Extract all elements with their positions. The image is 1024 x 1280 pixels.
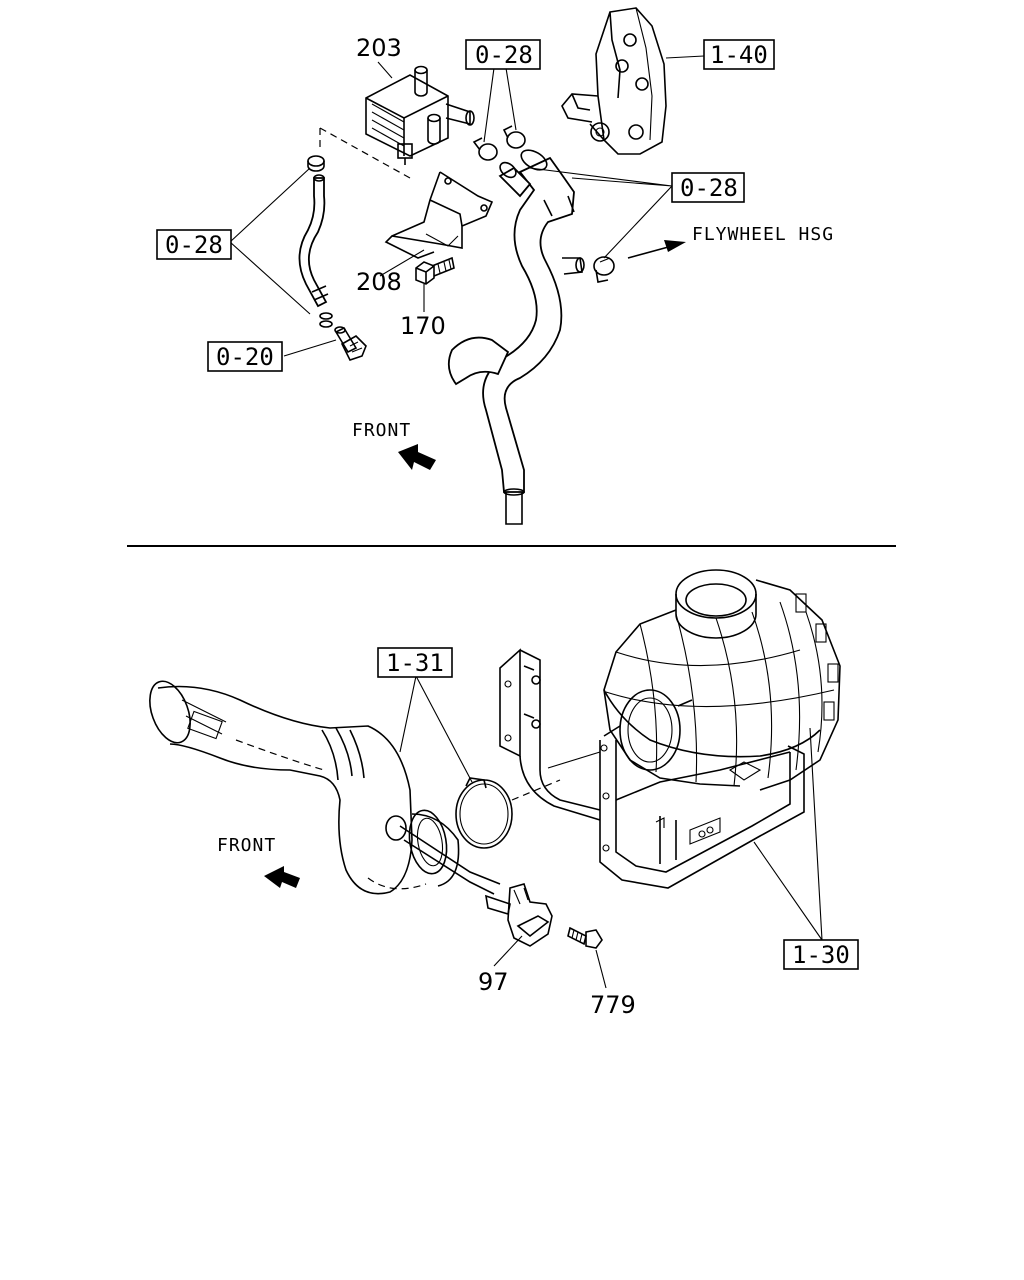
ref-box-air-cleaner[interactable]: 1-30 bbox=[783, 939, 859, 970]
engine-bracket-1-40[interactable] bbox=[561, 7, 667, 155]
svg-text:0-28: 0-28 bbox=[475, 41, 533, 69]
label-front-upper: FRONT bbox=[352, 420, 411, 441]
hose-clamp-flywheel[interactable] bbox=[593, 256, 615, 283]
lower-leader-lines bbox=[399, 675, 823, 989]
svg-text:0-28: 0-28 bbox=[165, 231, 223, 259]
air-cleaner-housing[interactable] bbox=[599, 569, 841, 889]
hose-connector[interactable] bbox=[334, 326, 367, 361]
u-bracket[interactable] bbox=[499, 648, 601, 821]
hose-clamps-top[interactable] bbox=[472, 125, 526, 161]
label-front-lower: FRONT bbox=[217, 835, 276, 856]
ref-box-connector[interactable]: 0-20 bbox=[207, 341, 283, 372]
front-arrow-lower bbox=[264, 866, 300, 888]
ref-box-vacuum-hose[interactable]: 0-28 bbox=[156, 229, 232, 260]
ref-box-engine-bracket[interactable]: 1-40 bbox=[703, 39, 775, 70]
vacuum-hose-small[interactable] bbox=[298, 155, 333, 328]
lower-diagram: 97 779 1-31 1-30 FRONT bbox=[142, 569, 859, 1019]
svg-text:0-28: 0-28 bbox=[680, 174, 738, 202]
part-number-97: 97 bbox=[478, 968, 509, 996]
bolt-170[interactable] bbox=[415, 256, 455, 285]
ref-box-intake-duct[interactable]: 1-31 bbox=[377, 647, 453, 678]
ref-box-clip-top[interactable]: 0-28 bbox=[465, 39, 541, 70]
front-arrow-upper bbox=[398, 444, 436, 470]
intake-duct[interactable] bbox=[142, 676, 460, 895]
svg-text:0-20: 0-20 bbox=[216, 343, 274, 371]
ref-box-hose-clamps[interactable]: 0-28 bbox=[671, 172, 745, 203]
upper-leader-lines bbox=[229, 55, 705, 357]
main-vacuum-hose[interactable] bbox=[447, 146, 585, 525]
airflow-sensor-97[interactable] bbox=[385, 815, 553, 947]
part-number-208: 208 bbox=[356, 268, 402, 296]
projection-line bbox=[319, 127, 411, 179]
flywheel-arrow bbox=[627, 240, 686, 259]
part-number-170: 170 bbox=[400, 312, 446, 340]
hose-clamp-ring[interactable] bbox=[455, 777, 561, 849]
svg-text:1-40: 1-40 bbox=[710, 41, 768, 69]
pressure-sensor-203[interactable] bbox=[365, 65, 475, 166]
screw-779[interactable] bbox=[567, 926, 603, 949]
label-flywheel-hsg: FLYWHEEL HSG bbox=[692, 224, 834, 245]
part-number-779: 779 bbox=[590, 991, 636, 1019]
svg-text:1-31: 1-31 bbox=[386, 649, 444, 677]
upper-diagram: 203 208 170 0-28 1-40 0-28 0-28 0-20 FLY… bbox=[156, 7, 834, 525]
bracket-208[interactable] bbox=[384, 171, 494, 259]
part-number-203: 203 bbox=[356, 34, 402, 62]
svg-text:1-30: 1-30 bbox=[792, 941, 850, 969]
